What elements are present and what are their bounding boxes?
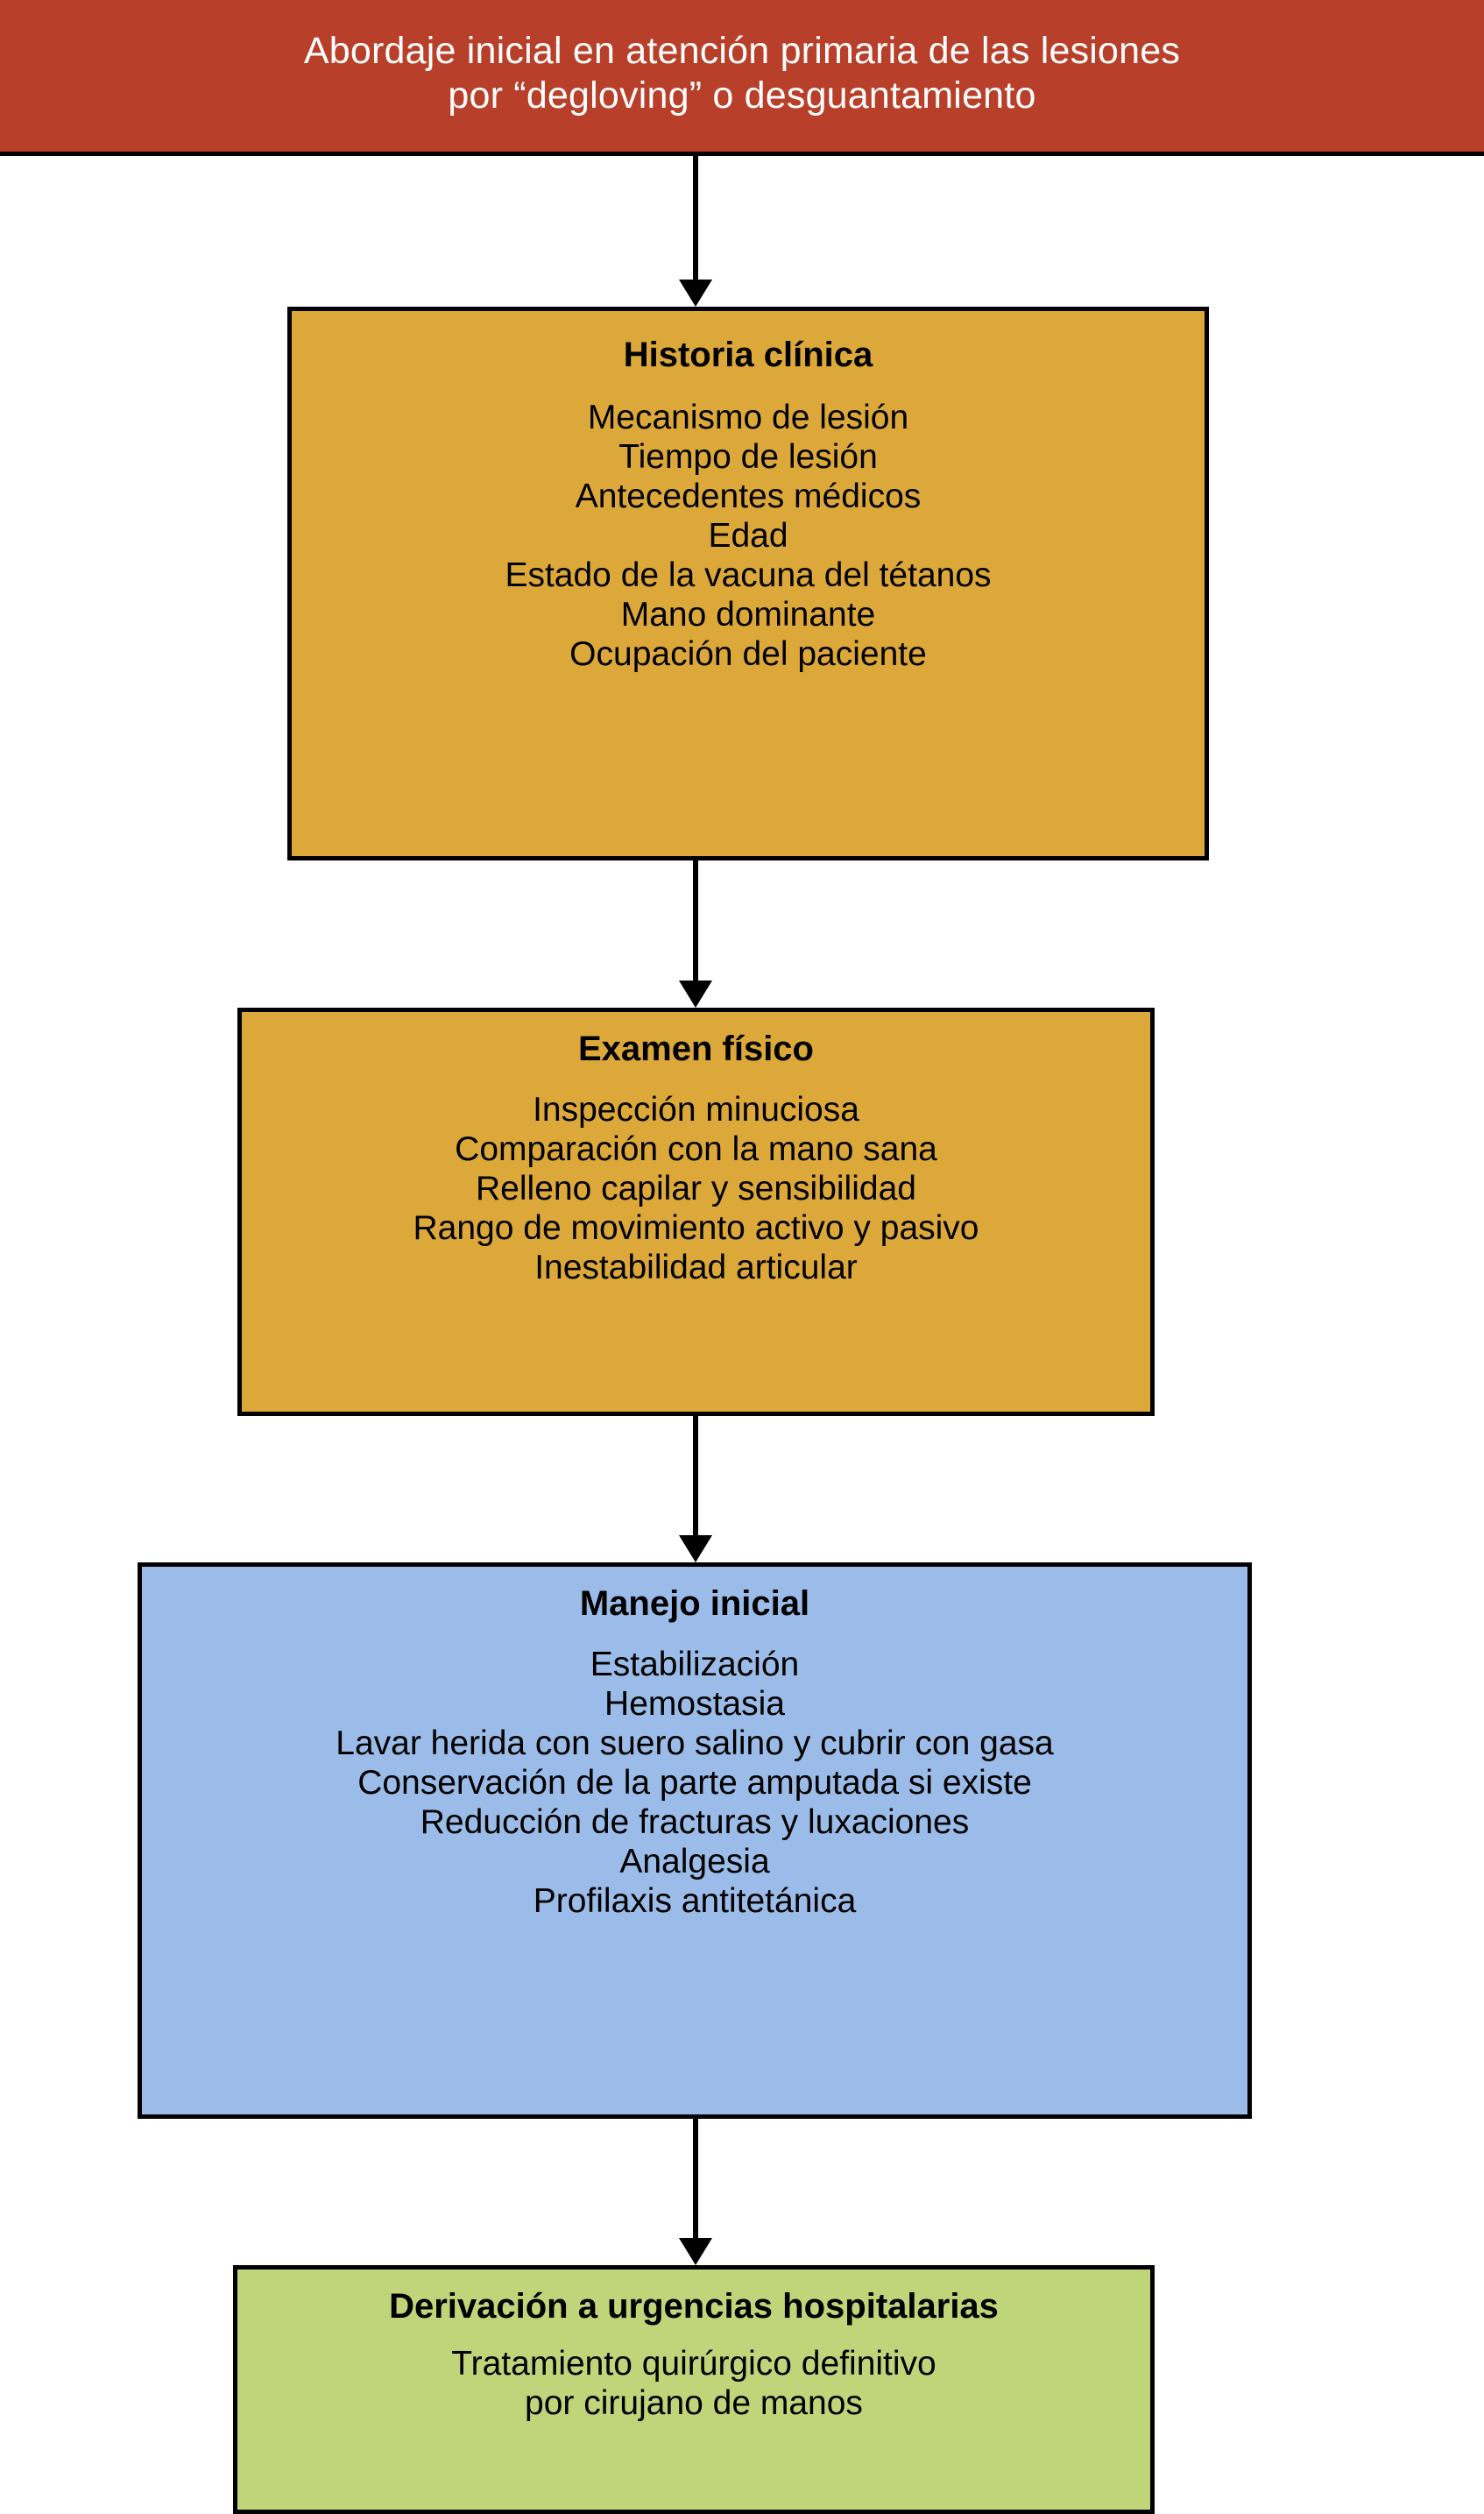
header-line-2: por “degloving” o desguantamiento [448, 74, 1036, 117]
arrow-shaft [693, 860, 698, 983]
list-item: Inestabilidad articular [534, 1249, 858, 1286]
node-examen-items: Inspección minuciosa Comparación con la … [413, 1093, 979, 1290]
arrow-manejo-to-derivacion [679, 2119, 712, 2265]
list-item: por cirujano de manos [525, 2384, 863, 2422]
arrow-shaft [693, 2119, 698, 2241]
flowchart-header-text: Abordaje inicial en atención primaria de… [304, 29, 1180, 117]
node-historia-title: Historia clínica [623, 336, 873, 374]
node-derivacion-title: Derivación a urgencias hospitalarias [389, 2287, 999, 2326]
list-item: Ocupación del paciente [569, 635, 927, 673]
node-manejo-items: Estabilización Hemostasia Lavar herida c… [336, 1647, 1053, 1923]
arrow-header-to-historia [679, 156, 712, 307]
list-item: Mecanismo de lesión [587, 399, 909, 436]
node-derivacion-items: Tratamiento quirúrgico definitivo por ci… [451, 2347, 936, 2425]
list-item: Relleno capilar y sensibilidad [476, 1170, 916, 1207]
node-historia-items: Mecanismo de lesión Tiempo de lesión Ant… [505, 400, 991, 676]
list-item: Mano dominante [620, 596, 876, 634]
list-item: Estabilización [590, 1646, 800, 1683]
list-item: Tratamiento quirúrgico definitivo [451, 2345, 936, 2383]
arrow-shaft [693, 156, 698, 283]
node-historia-clinica: Historia clínica Mecanismo de lesión Tie… [287, 307, 1209, 860]
list-item: Comparación con la mano sana [455, 1130, 937, 1168]
list-item: Conservación de la parte amputada si exi… [357, 1764, 1032, 1802]
arrow-head-icon [679, 280, 712, 307]
list-item: Rango de movimiento activo y pasivo [413, 1209, 979, 1247]
node-manejo-inicial: Manejo inicial Estabilización Hemostasia… [138, 1562, 1252, 2119]
arrow-head-icon [679, 981, 712, 1008]
list-item: Profilaxis antitetánica [533, 1882, 857, 1920]
flowchart-header-box: Abordaje inicial en atención primaria de… [0, 0, 1484, 156]
list-item: Estado de la vacuna del tétanos [505, 556, 992, 594]
arrow-head-icon [679, 2238, 712, 2265]
list-item: Lavar herida con suero salino y cubrir c… [336, 1724, 1054, 1762]
arrow-historia-to-examen [679, 860, 712, 1008]
list-item: Hemostasia [604, 1685, 785, 1723]
node-examen-fisico: Examen físico Inspección minuciosa Compa… [237, 1008, 1155, 1416]
list-item: Antecedentes médicos [575, 478, 922, 515]
header-line-1: Abordaje inicial en atención primaria de… [303, 30, 1181, 73]
arrow-shaft [693, 1416, 698, 1538]
node-derivacion-urgencias: Derivación a urgencias hospitalarias Tra… [233, 2265, 1155, 2514]
list-item: Edad [708, 517, 788, 555]
node-examen-title: Examen físico [577, 1030, 814, 1068]
list-item: Tiempo de lesión [618, 438, 878, 476]
node-manejo-title: Manejo inicial [579, 1584, 810, 1623]
list-item: Analgesia [619, 1843, 770, 1880]
list-item: Inspección minuciosa [533, 1091, 859, 1129]
arrow-head-icon [679, 1535, 712, 1562]
list-item: Reducción de fracturas y luxaciones [420, 1803, 970, 1841]
arrow-examen-to-manejo [679, 1416, 712, 1562]
